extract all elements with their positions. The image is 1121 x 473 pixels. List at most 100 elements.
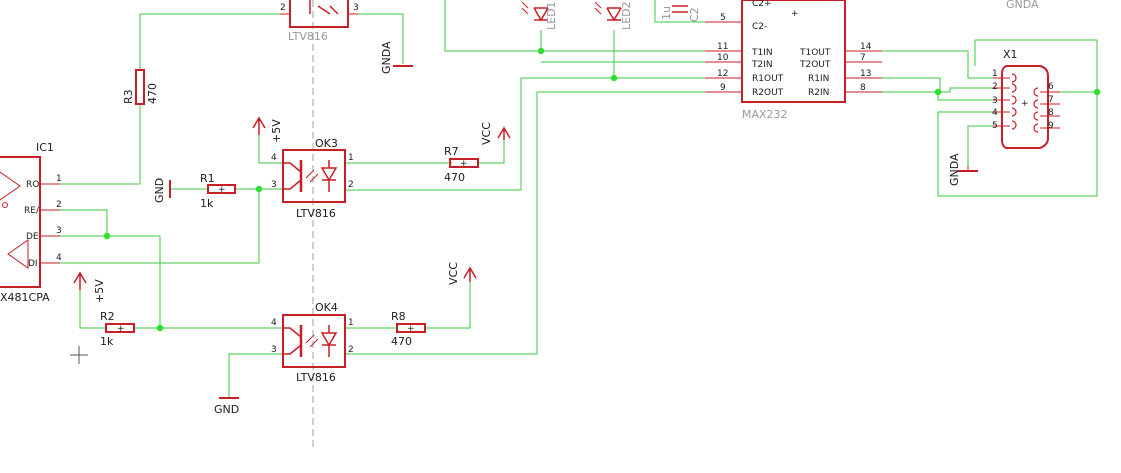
cap-ref: C2	[688, 7, 701, 22]
ic1-chip[interactable]: IC1 RO RE/ DE DI 1 2 3 4 X481CPA	[0, 141, 62, 304]
ok3-num-4: 4	[271, 153, 277, 163]
max232-pin-r2out: R2OUT	[752, 88, 784, 98]
max232-pin-t1in: T1IN	[751, 48, 773, 58]
crosshair-cursor-icon	[70, 346, 88, 364]
ok4-num-2: 2	[348, 345, 354, 355]
r1-value: 1k	[200, 197, 214, 210]
wires	[60, 0, 1098, 398]
junction-dot	[103, 232, 111, 240]
led2-ref: LED2	[620, 1, 633, 30]
r8-value: 470	[391, 335, 412, 348]
junction-dot	[934, 88, 942, 96]
supply-5v-r2: +5V	[73, 271, 106, 303]
wire-r3-ro	[60, 104, 141, 185]
ok3-ref: OK3	[315, 137, 338, 150]
ok-top-value: LTV816	[288, 30, 328, 43]
resistor-r7[interactable]: + R7 470	[444, 145, 479, 184]
wire-r2-5v	[79, 282, 106, 329]
resistor-r2[interactable]: + R2 1k	[100, 310, 135, 348]
max232-pin-r1in: R1IN	[808, 74, 829, 84]
led1[interactable]: LED1	[521, 1, 558, 30]
ic1-value: X481CPA	[0, 291, 50, 304]
gnda-top-right: GNDA	[1006, 0, 1039, 11]
ic1-num-2: 2	[56, 200, 62, 210]
resistor-r1[interactable]: + R1 1k	[200, 172, 236, 210]
x1-num-4: 4	[992, 108, 998, 118]
ok3-num-3: 3	[271, 180, 277, 190]
r2-value: 1k	[100, 335, 114, 348]
supply-vcc-r8: VCC	[447, 262, 477, 285]
max232-pin-t2in: T2IN	[751, 60, 773, 70]
supply-5v-ok3: +5V	[252, 116, 283, 143]
max232-chip[interactable]: + C2+ C2- T1IN T2IN R1OUT R2OUT T1OUT T2…	[705, 0, 882, 121]
max232-pin-r2in: R2IN	[808, 88, 829, 98]
ic1-num-1: 1	[56, 174, 62, 184]
x1-db9-connector[interactable]: + X1 1 2 3 4 5 6 7 8 9	[992, 48, 1060, 149]
x1-num-5: 5	[992, 121, 998, 131]
wire-r2in	[937, 92, 993, 101]
gnda-symbol-top: GNDA	[380, 41, 413, 74]
x1-num-3: 3	[992, 96, 998, 106]
junction-dot	[255, 185, 263, 193]
led2[interactable]: LED2	[594, 1, 633, 30]
r7-ref: R7	[444, 145, 459, 158]
ic1-pin-ro: RO	[26, 180, 39, 190]
r3-value: 470	[146, 83, 159, 104]
max232-pin-t2out: T2OUT	[799, 60, 831, 70]
ok4-ref: OK4	[315, 301, 338, 314]
max232-num-14: 14	[860, 42, 872, 52]
led1-ref: LED1	[545, 1, 558, 30]
plus5v-label-r2: +5V	[93, 279, 106, 303]
wire-r1in-b	[845, 87, 993, 93]
ok3-num-2: 2	[348, 180, 354, 190]
wire-re	[60, 209, 108, 236]
x1-plus-mark: +	[1021, 99, 1029, 109]
wire-t1in	[444, 0, 742, 52]
resistor-r3[interactable]: R3 470	[122, 69, 159, 105]
wire-r7-vcc	[478, 138, 505, 164]
optocoupler-ok4[interactable]: OK4 LTV816 4 3 1 2	[271, 301, 354, 384]
max232-num-7: 7	[860, 53, 866, 63]
ok-top[interactable]: 2 3 LTV816	[280, 0, 359, 43]
x1-num-8: 8	[1048, 108, 1054, 118]
max232-pin-t1out: T1OUT	[799, 48, 831, 58]
max232-pin-c2minus: C2-	[752, 22, 767, 32]
capacitor-c2[interactable]: 1u C2	[660, 5, 701, 22]
gnd-label-r1: GND	[153, 178, 166, 203]
ok3-value: LTV816	[296, 207, 336, 220]
x1-num-2: 2	[992, 82, 998, 92]
r3-ref: R3	[122, 89, 135, 104]
x1-num-1: 1	[992, 69, 998, 79]
gnda-label-x1: GNDA	[948, 153, 961, 186]
vcc-label-r8: VCC	[447, 262, 460, 285]
x1-num-7: 7	[1048, 95, 1054, 105]
gnda-label-top: GNDA	[380, 41, 393, 74]
junction-dot	[1093, 88, 1101, 96]
wire-gnda-top	[350, 13, 404, 64]
ic1-ref: IC1	[36, 141, 54, 154]
max232-pin-r1out: R1OUT	[752, 74, 784, 84]
wire-de	[60, 235, 161, 328]
wire-r3-top	[139, 13, 280, 70]
wire-ok4-gnd	[228, 353, 283, 398]
r7-value: 470	[444, 171, 465, 184]
ok4-num-4: 4	[271, 318, 277, 328]
max232-num-13: 13	[860, 69, 871, 79]
svg-text:+: +	[460, 159, 468, 169]
wire-x1-gnda	[967, 125, 993, 166]
gnd-label-ok4: GND	[214, 403, 239, 416]
wire-t1out	[845, 50, 993, 79]
resistor-r8[interactable]: + R8 470	[391, 310, 426, 348]
r1-ref: R1	[200, 172, 215, 185]
ic1-pin-di: DI	[28, 259, 38, 269]
optocoupler-ok3[interactable]: OK3 LTV816 4 3 1 2	[271, 137, 354, 220]
max232-plus-mark: +	[791, 9, 799, 19]
wire-r2out	[345, 91, 742, 355]
svg-text:+: +	[218, 185, 226, 195]
ic1-pin-de: DE	[26, 232, 39, 242]
junction-dot	[610, 74, 618, 82]
ok3-num-1: 1	[348, 153, 354, 163]
wire-ok3-5v	[258, 135, 283, 164]
wire-x1-right	[974, 39, 1098, 93]
